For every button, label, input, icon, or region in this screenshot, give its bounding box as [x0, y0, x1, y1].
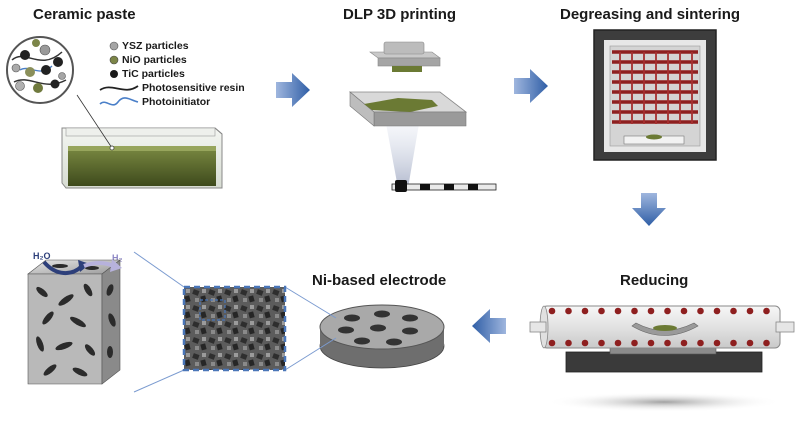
heater-dot — [713, 307, 721, 315]
tic-particle-icon — [110, 70, 118, 78]
heater-dot — [763, 339, 770, 347]
heater-dot — [680, 307, 688, 315]
electrode-disk — [319, 304, 445, 369]
legend-nio: NiO particles — [122, 54, 187, 66]
heater-dot — [631, 307, 638, 315]
heater-dot — [697, 339, 704, 347]
heater-dot — [614, 307, 622, 315]
heater-dot — [730, 307, 737, 315]
heater-dot — [548, 339, 556, 347]
sem-micrograph — [133, 251, 337, 393]
legend-photoinitiator: Photoinitiator — [142, 96, 211, 108]
legend-resin: Photosensitive resin — [142, 82, 245, 94]
heater-dot — [746, 307, 754, 315]
ceramic-paste-title: Ceramic paste — [33, 6, 136, 23]
arrow-left-icon — [472, 309, 506, 343]
heater-dot — [548, 307, 556, 315]
heater-dot — [581, 307, 589, 315]
heater-dot — [631, 339, 638, 347]
heater-dot — [730, 339, 737, 347]
electrode-title: Ni-based electrode — [312, 272, 447, 289]
heater-dot — [647, 339, 655, 347]
heater-dot — [713, 339, 721, 347]
photoinitiator-icon — [99, 97, 139, 106]
reducing-title: Reducing — [620, 272, 689, 289]
heater-dot — [614, 339, 622, 347]
heater-dot — [598, 307, 605, 315]
arrow-right-1-icon — [276, 73, 310, 107]
heater-dot — [746, 339, 754, 347]
resin-icon — [99, 85, 139, 91]
h2-label: H₂ — [112, 253, 123, 263]
h2o-label: H₂O — [33, 251, 51, 261]
heater-dot — [565, 307, 572, 315]
ysz-particle-icon — [109, 41, 119, 51]
heater-dot — [697, 307, 704, 315]
heater-dot — [664, 307, 671, 315]
legend-tic: TiC particles — [122, 68, 185, 80]
heater-dot — [647, 307, 655, 315]
arrow-right-2-icon — [514, 69, 548, 103]
porous-cube — [27, 259, 122, 385]
heater-dot — [664, 339, 671, 347]
heater-dot — [581, 339, 589, 347]
legend-ysz: YSZ particles — [122, 40, 189, 52]
ceramic-paste-container — [61, 94, 223, 189]
sintering-furnace — [593, 29, 717, 161]
arrow-down-icon — [632, 193, 666, 226]
heater-elements — [548, 307, 770, 347]
heater-dot — [565, 339, 572, 347]
particle-magnifier — [6, 36, 74, 104]
dlp-printer — [348, 41, 497, 192]
heater-dot — [680, 339, 688, 347]
legend-icons — [99, 41, 139, 106]
tube-furnace — [529, 305, 795, 412]
heater-dot — [763, 307, 770, 315]
nio-particle-icon — [109, 55, 119, 65]
degreasing-title: Degreasing and sintering — [560, 6, 741, 23]
dlp-printing-title: DLP 3D printing — [343, 6, 457, 23]
heater-dot — [598, 339, 605, 347]
